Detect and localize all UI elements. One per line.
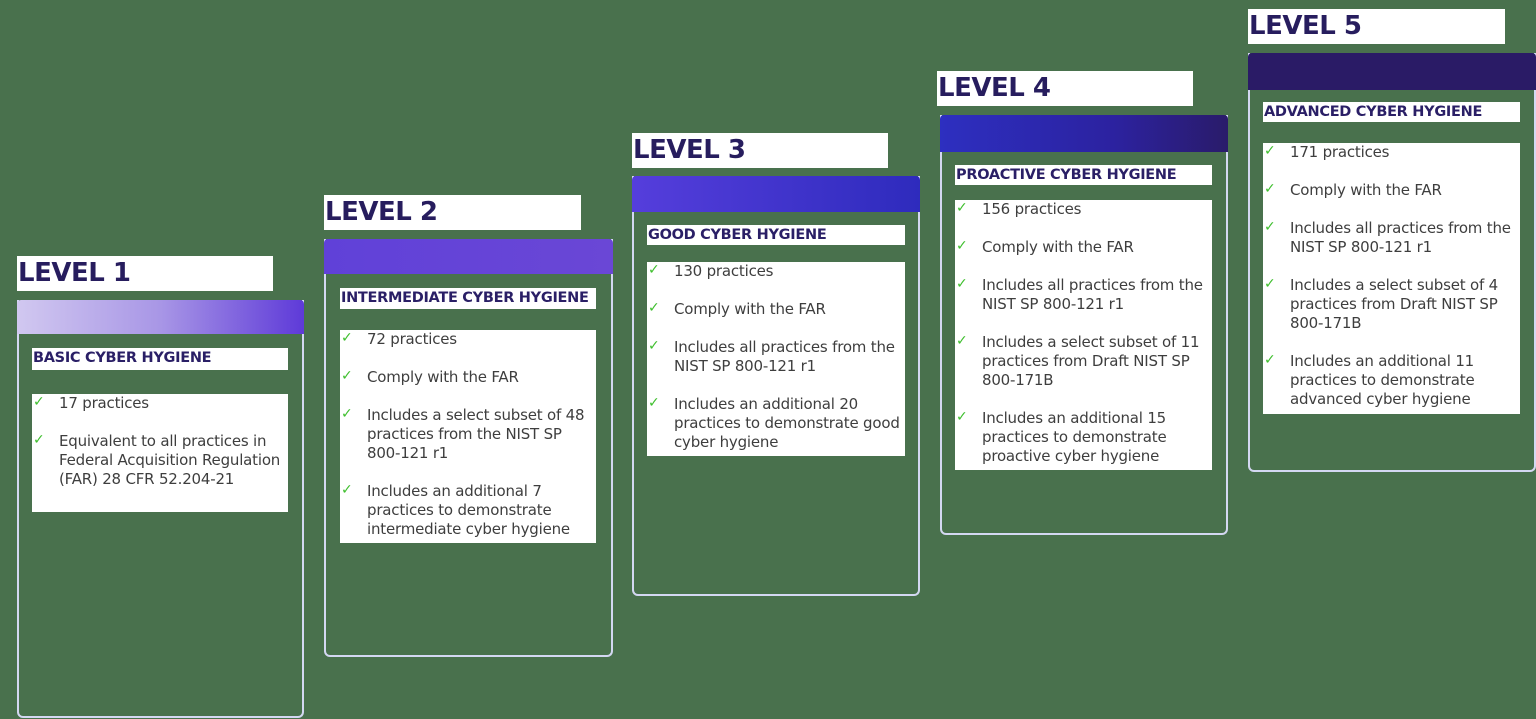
list-item: ✓Includes an additional 15 practices to … xyxy=(956,409,1167,465)
level-1-header-bar xyxy=(17,300,304,334)
list-item: ✓Comply with the FAR xyxy=(1264,181,1442,199)
level-5-header-bar xyxy=(1248,53,1536,90)
check-icon: ✓ xyxy=(956,238,968,254)
check-icon: ✓ xyxy=(1264,181,1276,197)
level-1-card xyxy=(17,300,304,718)
level-5-card xyxy=(1248,53,1536,472)
level-2-title: LEVEL 2 xyxy=(324,195,581,230)
level-3-practice-list: ✓130 practices ✓Comply with the FAR ✓Inc… xyxy=(647,262,905,456)
level-4-practice-list: ✓156 practices ✓Comply with the FAR ✓Inc… xyxy=(955,200,1212,470)
check-icon: ✓ xyxy=(1264,219,1276,235)
check-icon: ✓ xyxy=(648,262,660,278)
check-icon: ✓ xyxy=(648,395,660,411)
check-icon: ✓ xyxy=(1264,276,1276,292)
check-icon: ✓ xyxy=(33,394,45,410)
list-item: ✓171 practices xyxy=(1264,143,1390,161)
level-4-card xyxy=(940,115,1228,535)
level-3-title: LEVEL 3 xyxy=(632,133,888,168)
check-icon: ✓ xyxy=(341,368,353,384)
level-1-subtitle: BASIC CYBER HYGIENE xyxy=(32,348,288,370)
list-item: ✓72 practices xyxy=(341,330,457,348)
level-3-subtitle: GOOD CYBER HYGIENE xyxy=(647,225,905,245)
check-icon: ✓ xyxy=(648,338,660,354)
check-icon: ✓ xyxy=(341,406,353,422)
list-item: ✓Includes a select subset of 48 practice… xyxy=(341,406,585,462)
level-1-title: LEVEL 1 xyxy=(17,256,273,291)
list-item: ✓Comply with the FAR xyxy=(956,238,1134,256)
level-3-header-bar xyxy=(632,176,920,212)
list-item: ✓Includes all practices from the NIST SP… xyxy=(956,276,1203,313)
level-1-practice-list: ✓17 practices ✓Equivalent to all practic… xyxy=(32,394,288,512)
check-icon: ✓ xyxy=(956,333,968,349)
check-icon: ✓ xyxy=(33,432,45,448)
list-item: ✓Equivalent to all practices in Federal … xyxy=(33,432,281,488)
list-item: ✓130 practices xyxy=(648,262,774,280)
check-icon: ✓ xyxy=(956,200,968,216)
level-5-subtitle: ADVANCED CYBER HYGIENE xyxy=(1263,102,1520,122)
check-icon: ✓ xyxy=(1264,352,1276,368)
check-icon: ✓ xyxy=(648,300,660,316)
level-2-subtitle: INTERMEDIATE CYBER HYGIENE xyxy=(340,288,596,309)
list-item: ✓Includes all practices from the NIST SP… xyxy=(1264,219,1511,256)
check-icon: ✓ xyxy=(956,276,968,292)
level-5-practice-list: ✓171 practices ✓Comply with the FAR ✓Inc… xyxy=(1263,143,1520,414)
list-item: ✓Includes an additional 20 practices to … xyxy=(648,395,900,451)
list-item: ✓Includes all practices from the NIST SP… xyxy=(648,338,895,375)
level-2-card xyxy=(324,239,613,657)
level-4-subtitle: PROACTIVE CYBER HYGIENE xyxy=(955,165,1212,185)
list-item: ✓Includes an additional 11 practices to … xyxy=(1264,352,1475,408)
list-item: ✓Comply with the FAR xyxy=(341,368,519,386)
level-4-header-bar xyxy=(940,115,1228,152)
level-4-title: LEVEL 4 xyxy=(937,71,1193,106)
check-icon: ✓ xyxy=(341,482,353,498)
level-2-header-bar xyxy=(324,239,613,274)
list-item: ✓Comply with the FAR xyxy=(648,300,826,318)
list-item: ✓Includes a select subset of 4 practices… xyxy=(1264,276,1498,332)
check-icon: ✓ xyxy=(341,330,353,346)
list-item: ✓156 practices xyxy=(956,200,1082,218)
check-icon: ✓ xyxy=(1264,143,1276,159)
level-2-practice-list: ✓72 practices ✓Comply with the FAR ✓Incl… xyxy=(340,330,596,543)
list-item: ✓Includes an additional 7 practices to d… xyxy=(341,482,570,538)
level-5-title: LEVEL 5 xyxy=(1248,9,1505,44)
check-icon: ✓ xyxy=(956,409,968,425)
list-item: ✓Includes a select subset of 11 practice… xyxy=(956,333,1200,389)
level-3-card xyxy=(632,176,920,596)
list-item: ✓17 practices xyxy=(33,394,149,412)
